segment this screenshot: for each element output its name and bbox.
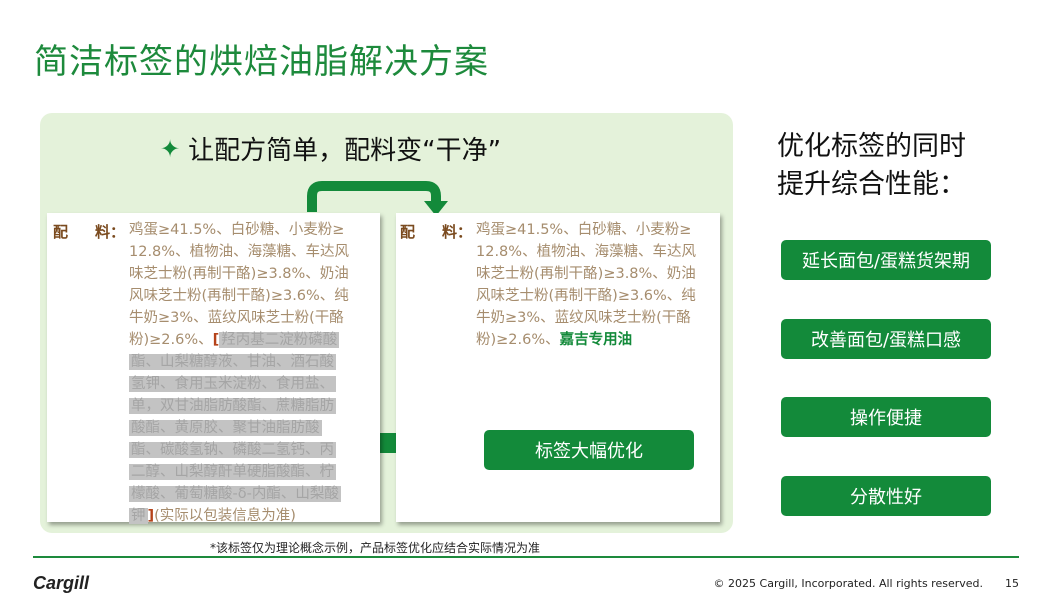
benefits-heading: 优化标签的同时 提升综合性能：	[777, 128, 966, 204]
label-prefix: 料：	[442, 223, 473, 241]
additive-highlight: 单，双甘油脂肪酸酯、蔗糖脂肪	[129, 398, 336, 414]
ingredient-line: 味芝士粉(再制干酪)≥3.8%、奶油	[129, 266, 349, 282]
original-ingredient-label: 配 料： 鸡蛋≥41.5%、白砂糖、小麦粉≥ 12.8%、植物油、海藻糖、车达风…	[47, 213, 380, 524]
additive-highlight: 酯、山梨糖醇液、甘油、酒石酸	[129, 354, 336, 370]
label-optimized-badge: 标签大幅优化	[484, 430, 694, 470]
subtitle: ✦让配方简单，配料变“干净”	[160, 130, 501, 167]
benefit-shelf-life: 延长面包/蛋糕货架期	[781, 240, 991, 280]
ingredient-line: 风味芝士粉(再制干酪)≥3.6%、纯	[476, 288, 696, 304]
ingredient-line: 牛奶≥3%、蓝纹风味芝士粉(干酪	[129, 310, 344, 326]
heading-line: 提升综合性能：	[777, 169, 966, 200]
footer-info: © 2025 Cargill, Incorporated. All rights…	[714, 577, 1019, 590]
ingredient-line: 鸡蛋≥41.5%、白砂糖、小麦粉≥	[129, 222, 345, 238]
clean-ingredient-label: 配 料： 鸡蛋≥41.5%、白砂糖、小麦粉≥ 12.8%、植物油、海藻糖、车达风…	[396, 213, 720, 522]
additive-highlight: 钾	[129, 508, 148, 524]
footnote: *该标签仅为理论概念示例，产品标签优化应结合实际情况为准	[210, 541, 541, 555]
footer-divider	[33, 556, 1019, 558]
ingredient-line: 味芝士粉(再制干酪)≥3.8%、奶油	[476, 266, 696, 282]
additive-highlight: 檬酸、葡萄糖酸-δ-内酯、山梨酸	[129, 486, 341, 502]
ingredient-line: 12.8%、植物油、海藻糖、车达风	[129, 244, 350, 260]
ingredient-text: 粉)≥2.6%、	[476, 332, 560, 348]
cargill-oil-highlight: 嘉吉专用油	[559, 332, 633, 348]
page-title: 简洁标签的烘焙油脂解决方案	[34, 42, 489, 82]
subtitle-text: 让配方简单，配料变“干净”	[188, 136, 502, 166]
label-prefix: 配	[53, 223, 69, 241]
curved-arrow-icon	[307, 181, 441, 212]
additive-highlight: 二醇、山梨醇酐单硬脂酸酯、柠	[129, 464, 336, 480]
additive-highlight: 氢钾、食用玉米淀粉、食用盐、	[129, 376, 336, 392]
curved-arrow-head	[424, 201, 448, 216]
cargill-logo: Cargill	[33, 573, 90, 593]
ingredient-line: 牛奶≥3%、蓝纹风味芝士粉(干酪	[476, 310, 691, 326]
ingredient-text: 粉)≥2.6%、	[129, 332, 213, 348]
benefit-easy-operation: 操作便捷	[781, 397, 991, 437]
ingredient-line: 粉)≥2.6%、嘉吉专用油	[476, 329, 696, 351]
additive-highlight: 酯、碳酸氢钠、磷酸二氢钙、丙	[129, 442, 336, 458]
additive-highlight: 羟丙基二淀粉磷酸	[219, 332, 340, 348]
benefit-dispersibility: 分散性好	[781, 476, 991, 516]
bracket-open: [	[212, 332, 220, 348]
ingredient-line: 12.8%、植物油、海藻糖、车达风	[476, 244, 697, 260]
label-prefix: 配	[400, 223, 416, 241]
additive-highlight: 酸酯、黄原胶、聚甘油脂肪酸	[129, 420, 322, 436]
sparkle-icon: ✦	[160, 134, 181, 163]
ingredient-text: 鸡蛋≥41.5%、白砂糖、小麦粉≥ 12.8%、植物油、海藻糖、车达风 味芝士粉…	[129, 219, 349, 527]
bracket-close: ]	[147, 508, 155, 524]
ingredient-line: 风味芝士粉(再制干酪)≥3.6%、纯	[129, 288, 349, 304]
ingredient-line: 鸡蛋≥41.5%、白砂糖、小麦粉≥	[476, 222, 692, 238]
page-number: 15	[1005, 577, 1019, 590]
label-prefix: 料：	[95, 223, 126, 241]
benefit-texture: 改善面包/蛋糕口感	[781, 319, 991, 359]
packaging-note: (实际以包装信息为准)	[154, 508, 296, 524]
ingredient-text: 鸡蛋≥41.5%、白砂糖、小麦粉≥ 12.8%、植物油、海藻糖、车达风 味芝士粉…	[476, 219, 696, 351]
ingredient-line: 粉)≥2.6%、[羟丙基二淀粉磷酸	[129, 329, 349, 351]
copyright: © 2025 Cargill, Incorporated. All rights…	[713, 577, 983, 590]
heading-line: 优化标签的同时	[777, 131, 966, 162]
